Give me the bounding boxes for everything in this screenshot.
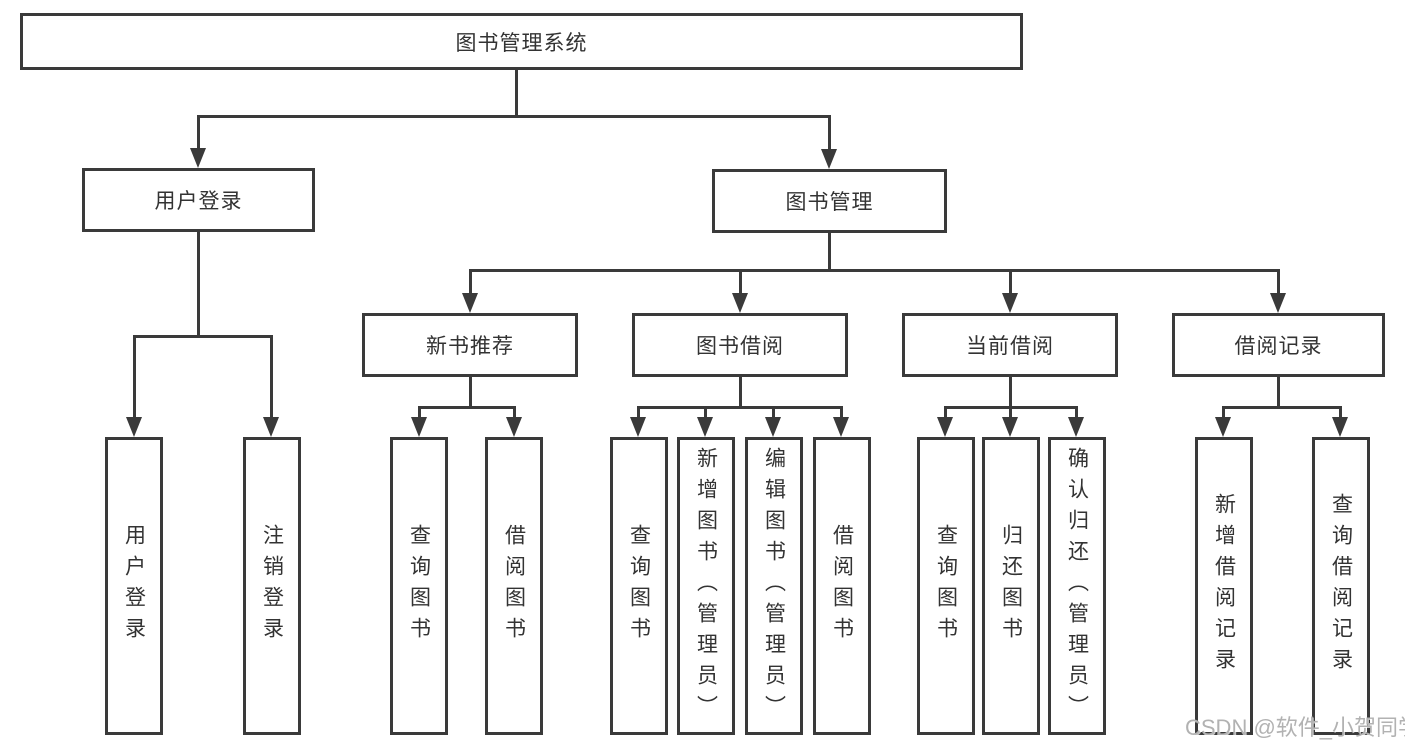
leaf-borrow-book-1-label: 借阅图书 [502,524,526,648]
arrowhead-rec-leaf2 [506,417,522,437]
edge-to-records [1277,269,1280,295]
node-system-root: 图书管理系统 [20,13,1023,70]
arrowhead-recommend [462,293,478,313]
node-book-management-label: 图书管理 [785,191,874,214]
edge-recd-leaf2 [1339,406,1342,419]
node-book-borrow: 图书借阅 [632,313,848,377]
node-book-borrow-label: 图书借阅 [696,335,784,358]
edge-recommend-branch [418,406,516,409]
leaf-add-book-admin: 新增图书（管理员） [677,437,735,735]
leaf-query-book-3-label: 查询图书 [934,524,958,648]
leaf-user-login-label: 用户登录 [122,524,146,648]
edge-to-leaf-login [133,335,136,419]
edge-rec-leaf1 [418,406,421,419]
arrowhead-book-mgmt [821,149,837,169]
leaf-query-book-2: 查询图书 [610,437,668,735]
edge-to-user-login [197,115,200,150]
arrowhead-borrow [732,293,748,313]
edge-bookmgmt-stem [828,233,831,271]
leaf-query-book-3: 查询图书 [917,437,975,735]
leaf-confirm-return-admin-label: 确认归还（管理员） [1065,446,1089,726]
edge-borrow-branch [637,406,843,409]
arrowhead-current [1002,293,1018,313]
leaf-borrow-book-1: 借阅图书 [485,437,543,735]
node-new-book-recommend-label: 新书推荐 [426,335,514,358]
leaf-add-borrow-record-label: 新增借阅记录 [1212,493,1236,679]
arrowhead-cur-leaf3 [1068,417,1084,437]
edge-borrow-stem [739,377,742,408]
leaf-edit-book-admin-label: 编辑图书（管理员） [762,446,786,726]
edge-rec-leaf2 [513,406,516,419]
leaf-query-book-2-label: 查询图书 [627,524,651,648]
arrowhead-leaf-login [126,417,142,437]
leaf-edit-book-admin: 编辑图书（管理员） [745,437,803,735]
leaf-return-book-label: 归还图书 [999,524,1023,648]
arrowhead-recd-leaf2 [1332,417,1348,437]
node-system-root-label: 图书管理系统 [455,31,588,55]
leaf-user-login: 用户登录 [105,437,163,735]
edge-to-current [1009,269,1012,295]
edge-recommend-stem [469,377,472,408]
leaf-logout: 注销登录 [243,437,301,735]
edge-to-borrow [739,269,742,295]
leaf-query-book-1: 查询图书 [390,437,448,735]
arrowhead-leaf-logout [263,417,279,437]
leaf-confirm-return-admin: 确认归还（管理员） [1048,437,1106,735]
edge-cur-leaf1 [944,406,947,419]
edge-current-stem [1009,377,1012,408]
leaf-add-book-admin-label: 新增图书（管理员） [694,446,718,726]
node-current-borrow-label: 当前借阅 [966,335,1054,358]
leaf-return-book: 归还图书 [982,437,1040,735]
node-book-management: 图书管理 [712,169,947,233]
edge-userlogin-stem [197,232,200,337]
edge-level3-branch [469,269,1280,272]
node-current-borrow: 当前借阅 [902,313,1118,377]
edge-to-leaf-logout [270,335,273,419]
leaf-query-borrow-record: 查询借阅记录 [1312,437,1370,735]
leaf-borrow-book-2: 借阅图书 [813,437,871,735]
node-user-login-group: 用户登录 [82,168,315,232]
arrowhead-user-login [190,148,206,168]
edge-records-branch [1222,406,1342,409]
arrowhead-cur-leaf2 [1002,417,1018,437]
arrowhead-recd-leaf1 [1215,417,1231,437]
node-borrow-records: 借阅记录 [1172,313,1385,377]
edge-to-book-mgmt [828,115,831,151]
node-user-login-group-label: 用户登录 [154,190,243,213]
arrowhead-rec-leaf1 [411,417,427,437]
leaf-query-borrow-record-label: 查询借阅记录 [1329,493,1353,679]
edge-recd-leaf1 [1222,406,1225,419]
leaf-logout-label: 注销登录 [260,524,284,648]
edge-cur-leaf2 [1009,406,1012,419]
node-new-book-recommend: 新书推荐 [362,313,578,377]
leaf-add-borrow-record: 新增借阅记录 [1195,437,1253,735]
edge-level1-branch [197,115,831,118]
edge-cur-leaf3 [1075,406,1078,419]
edge-to-recommend [469,269,472,295]
leaf-query-book-1-label: 查询图书 [407,524,431,648]
edge-bor-leaf4 [840,406,843,419]
arrowhead-bor-leaf1 [630,417,646,437]
arrowhead-records [1270,293,1286,313]
edge-bor-leaf3 [772,406,775,419]
arrowhead-cur-leaf1 [937,417,953,437]
edge-bor-leaf1 [637,406,640,419]
edge-userlogin-branch [133,335,273,338]
arrowhead-bor-leaf3 [765,417,781,437]
edge-root-stem [515,69,518,118]
node-borrow-records-label: 借阅记录 [1234,335,1323,358]
watermark: CSDN @软件_小贺同学 [1185,715,1405,740]
arrowhead-bor-leaf4 [833,417,849,437]
leaf-borrow-book-2-label: 借阅图书 [830,524,854,648]
edge-bor-leaf2 [704,406,707,419]
arrowhead-bor-leaf2 [697,417,713,437]
edge-records-stem [1277,377,1280,408]
